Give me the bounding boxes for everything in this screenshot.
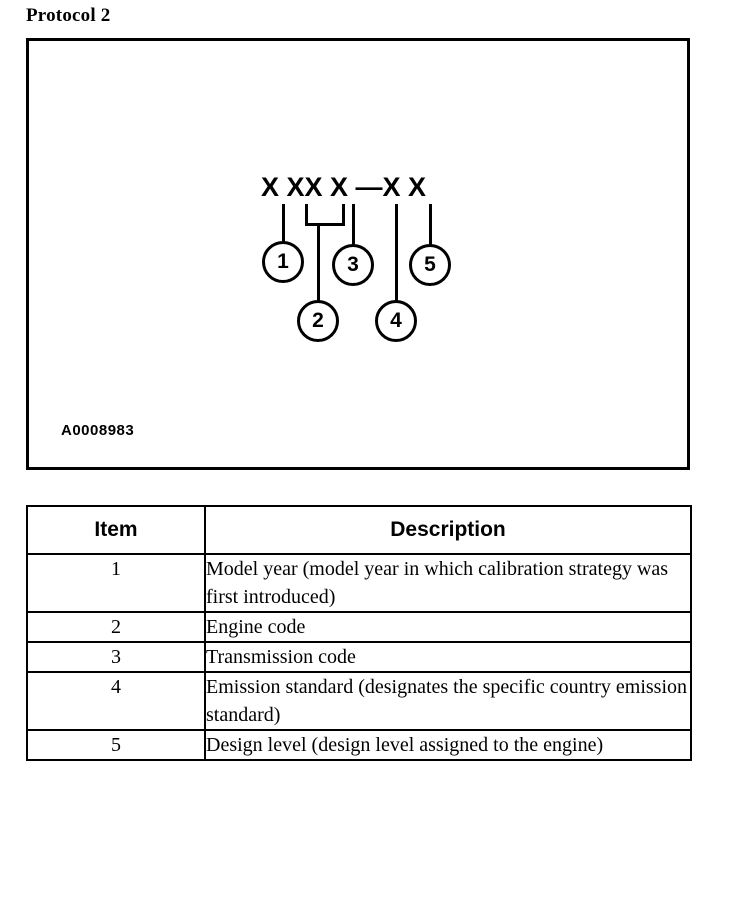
legend-table: Item Description 1 Model year (model yea… (26, 505, 692, 761)
table-row: 1 Model year (model year in which calibr… (26, 553, 692, 613)
leader-line-1 (282, 204, 285, 262)
cell-item-description: Engine code (204, 611, 692, 643)
cell-item-number: 2 (26, 611, 206, 643)
cell-item-description: Design level (design level assigned to t… (204, 729, 692, 761)
table-row: 4 Emission standard (designates the spec… (26, 671, 692, 731)
leader-line-2 (317, 223, 320, 321)
table-row: 3 Transmission code (26, 641, 692, 673)
callout-circle-2: 2 (297, 300, 339, 342)
leader-bracket-2-top (305, 223, 345, 226)
table-row: 5 Design level (design level assigned to… (26, 729, 692, 761)
leader-line-3 (352, 204, 355, 265)
page-title: Protocol 2 (26, 5, 111, 26)
cell-item-description: Transmission code (204, 641, 692, 673)
callout-circle-1: 1 (262, 241, 304, 283)
cell-item-number: 1 (26, 553, 206, 613)
figure-id-label: A0008983 (61, 422, 135, 439)
callout-circle-3: 3 (332, 244, 374, 286)
code-pattern-text: X XX X —X X (261, 172, 427, 202)
cell-item-description: Model year (model year in which calibrat… (204, 553, 692, 613)
cell-item-description: Emission standard (designates the specif… (204, 671, 692, 731)
leader-line-5 (429, 204, 432, 265)
figure-box: X XX X —X X 1 2 3 4 5 A0008983 (26, 38, 690, 470)
callout-circle-5: 5 (409, 244, 451, 286)
cell-item-number: 3 (26, 641, 206, 673)
calibration-code-diagram: X XX X —X X 1 2 3 4 5 (29, 41, 687, 467)
table-header-row: Item Description (26, 505, 692, 555)
column-header-description: Description (204, 505, 692, 555)
leader-bracket-2-left (305, 204, 308, 226)
column-header-item: Item (26, 505, 206, 555)
cell-item-number: 4 (26, 671, 206, 731)
callout-circle-4: 4 (375, 300, 417, 342)
leader-bracket-2-right (342, 204, 345, 226)
table-row: 2 Engine code (26, 611, 692, 643)
leader-line-4 (395, 204, 398, 321)
cell-item-number: 5 (26, 729, 206, 761)
